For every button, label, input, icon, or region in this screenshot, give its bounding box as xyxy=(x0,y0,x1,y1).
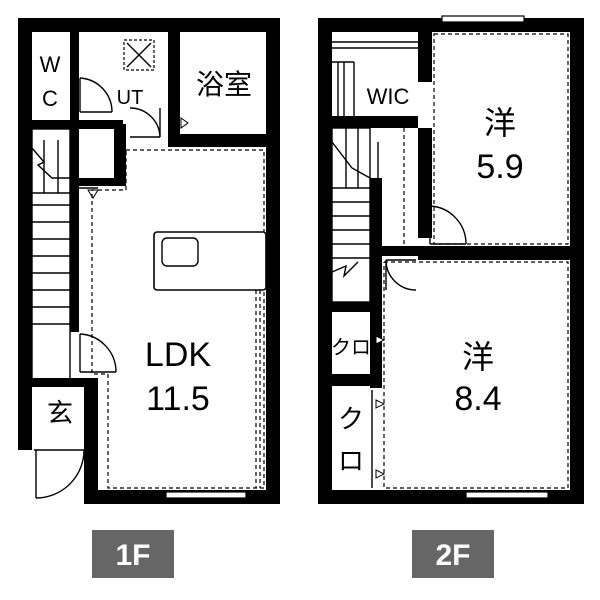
room2-door-icon xyxy=(385,259,417,291)
2f-window-top xyxy=(441,15,525,23)
western-room-1-size: 5.9 xyxy=(476,148,523,186)
ldk-label: LDK xyxy=(145,336,211,374)
1f-window-bottom xyxy=(165,491,247,499)
sink-icon xyxy=(161,237,199,267)
entrance-inner-door-icon xyxy=(79,333,117,373)
western-room-1-label: 洋 xyxy=(484,104,516,142)
wic-shelf xyxy=(332,41,418,116)
closet-2-label-top: ク xyxy=(338,405,364,435)
2f-wall-wic-bottom xyxy=(328,116,418,128)
2f-wall-door-jamb xyxy=(382,246,418,256)
2f-wall-hall-right xyxy=(370,178,382,388)
1f-wall-right xyxy=(266,18,280,504)
2f-wall-wic-room1 xyxy=(418,28,432,82)
1f-staircase xyxy=(31,128,71,380)
western-room-2-outline xyxy=(383,261,569,489)
kitchen-counter xyxy=(153,231,267,291)
closet-2-label-bottom: ロ xyxy=(338,447,364,477)
2f-staircase xyxy=(331,127,379,303)
closet-1-doors xyxy=(371,316,386,372)
floor-2f-badge: 2F xyxy=(412,530,494,578)
floor-2f: WIC 洋 5.9 クロ ク ロ 洋 8.4 xyxy=(318,15,584,504)
wc-label-c: C xyxy=(42,86,58,111)
entrance-label: 玄 xyxy=(47,399,73,429)
floor-1f-badge: 1F xyxy=(92,530,174,578)
1f-wall-bath-bottom xyxy=(168,134,280,147)
2f-wall-left xyxy=(318,18,332,504)
western-room-2-size: 8.4 xyxy=(454,380,501,418)
1f-wall-hall-bottom xyxy=(70,178,126,186)
1f-wall-wc-right xyxy=(70,28,79,124)
1f-wall-stair-right xyxy=(70,124,79,332)
wc-label-w: W xyxy=(40,52,61,77)
floor-1f: W C UT 浴室 LDK 11.5 玄 xyxy=(18,18,280,504)
1f-wall-ut-left-jog xyxy=(114,124,126,184)
2f-wall-room1-left xyxy=(418,128,432,238)
room1-door-icon xyxy=(429,205,467,245)
ldk-outline xyxy=(91,149,265,489)
wc-door-icon xyxy=(79,77,113,113)
floor-1f-badge-text: 1F xyxy=(115,539,150,572)
ldk-size: 11.5 xyxy=(146,380,210,418)
1f-wall-ut-right xyxy=(168,28,180,138)
closet-2-doors xyxy=(371,390,386,488)
western-room-1-outline xyxy=(433,33,569,245)
1f-wall-entrance-right xyxy=(84,380,98,504)
1f-wall-entrance-left xyxy=(18,434,32,450)
closet-1-label: クロ xyxy=(331,335,371,359)
2f-wall-room-divider xyxy=(418,246,584,260)
2f-wall-closet-divider xyxy=(328,374,382,386)
bath-label: 浴室 xyxy=(196,68,252,101)
front-door-icon xyxy=(34,449,85,499)
2f-wall-right xyxy=(570,18,584,504)
ut-door-icon xyxy=(129,107,161,138)
1f-wall-top xyxy=(18,18,280,32)
2f-window-bottom xyxy=(465,491,549,499)
western-room-2-label: 洋 xyxy=(462,338,494,376)
wic-label: WIC xyxy=(367,84,410,109)
2f-wall-stair-bottom xyxy=(328,302,382,312)
floor-2f-badge-text: 2F xyxy=(435,539,470,572)
bath-door-icon xyxy=(178,100,189,132)
1f-wall-entrance-top xyxy=(28,378,98,387)
washing-machine-icon xyxy=(123,39,155,71)
ut-label: UT xyxy=(117,87,144,109)
